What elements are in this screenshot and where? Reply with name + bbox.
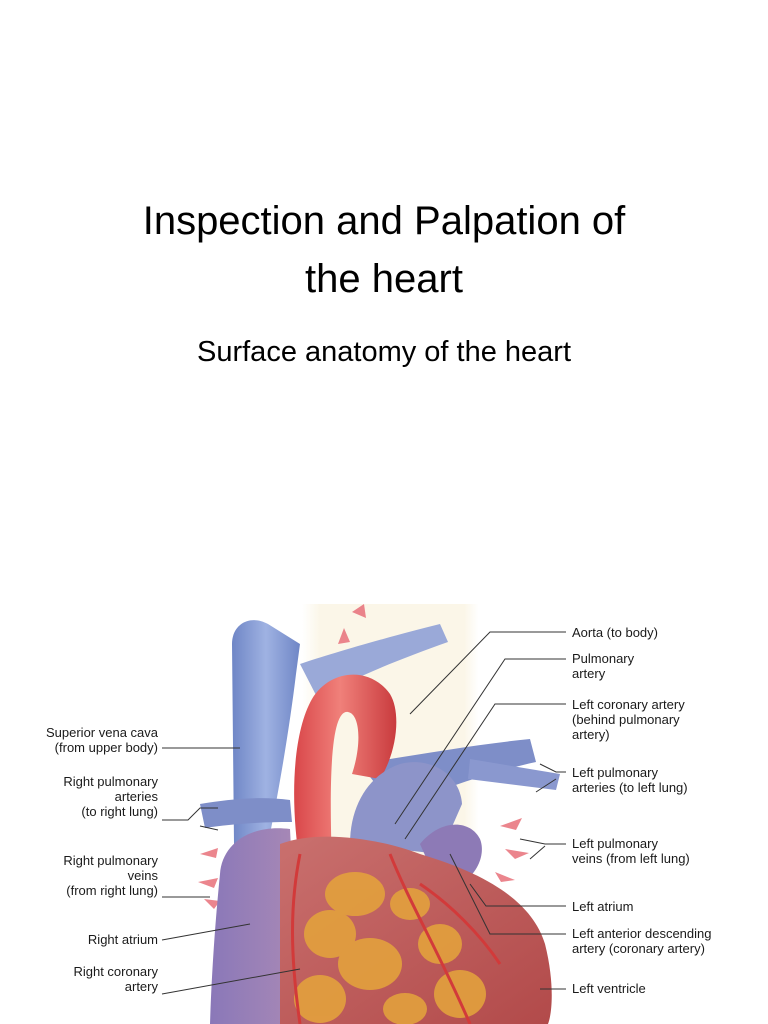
slide-title: Inspection and Palpation of the heart [84, 192, 684, 308]
label-right-atrium: Right atrium [0, 932, 158, 947]
label-pulmonary-artery-line-2: artery [572, 666, 634, 681]
label-left-ventricle-line-1: Left ventricle [572, 981, 646, 996]
label-right-pulmonary-veins: Right pulmonary veins (from right lung) [0, 853, 158, 898]
label-rpa-line-1: Right pulmonary [0, 774, 158, 789]
label-right-pulmonary-arteries: Right pulmonary arteries (to right lung) [0, 774, 158, 819]
slide-subtitle: Surface anatomy of the heart [84, 334, 684, 370]
label-svc-line-1: Superior vena cava [0, 725, 158, 740]
label-rca-line-1: Right coronary [0, 964, 158, 979]
label-right-atrium-line-1: Right atrium [0, 932, 158, 947]
label-aorta-line-1: Aorta (to body) [572, 625, 658, 640]
label-rpv-line-3: (from right lung) [0, 883, 158, 898]
label-svc-line-2: (from upper body) [0, 740, 158, 755]
label-left-pulmonary-arteries-line-1: Left pulmonary [572, 765, 688, 780]
label-left-coronary-artery: Left coronary artery (behind pulmonary a… [572, 697, 685, 742]
label-left-atrium-line-1: Left atrium [572, 899, 633, 914]
label-left-pulmonary-arteries: Left pulmonary arteries (to left lung) [572, 765, 688, 795]
slide-title-line-1: Inspection and Palpation of [84, 192, 684, 250]
label-left-pulmonary-veins-line-1: Left pulmonary [572, 836, 690, 851]
label-left-pulmonary-arteries-line-2: arteries (to left lung) [572, 780, 688, 795]
label-pulmonary-artery-line-1: Pulmonary [572, 651, 634, 666]
slide-title-line-2: the heart [84, 250, 684, 308]
label-left-coronary-artery-line-2: (behind pulmonary [572, 712, 685, 727]
label-left-coronary-artery-line-1: Left coronary artery [572, 697, 685, 712]
label-left-coronary-artery-line-3: artery) [572, 727, 685, 742]
label-rpv-line-1: Right pulmonary [0, 853, 158, 868]
label-lad-line-1: Left anterior descending [572, 926, 711, 941]
label-rpa-line-3: (to right lung) [0, 804, 158, 819]
label-right-coronary-artery: Right coronary artery [0, 964, 158, 994]
label-pulmonary-artery: Pulmonary artery [572, 651, 634, 681]
label-rpa-line-2: arteries [0, 789, 158, 804]
label-left-anterior-descending-artery: Left anterior descending artery (coronar… [572, 926, 711, 956]
label-left-pulmonary-veins: Left pulmonary veins (from left lung) [572, 836, 690, 866]
label-rca-line-2: artery [0, 979, 158, 994]
label-lad-line-2: artery (coronary artery) [572, 941, 711, 956]
heart-anatomy-diagram: Aorta (to body) Pulmonary artery Left co… [0, 604, 768, 1024]
label-left-atrium: Left atrium [572, 899, 633, 914]
label-rpv-line-2: veins [0, 868, 158, 883]
label-left-ventricle: Left ventricle [572, 981, 646, 996]
label-superior-vena-cava: Superior vena cava (from upper body) [0, 725, 158, 755]
label-aorta: Aorta (to body) [572, 625, 658, 640]
label-left-pulmonary-veins-line-2: veins (from left lung) [572, 851, 690, 866]
